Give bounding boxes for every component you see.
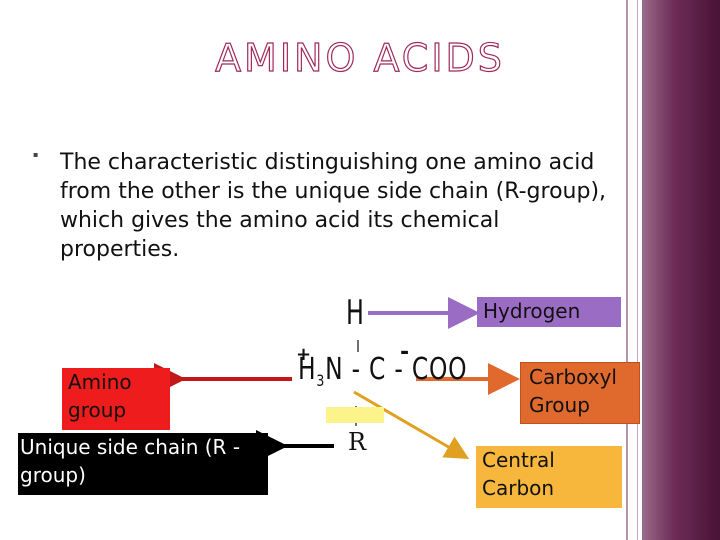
central-carbon-arrow [353,390,470,460]
amino-group-label: Amino group [62,368,170,430]
bullet-marker: ▪ [33,150,39,159]
slide-title: AMINO ACIDS [214,35,505,80]
amino-acid-formula: H3N - C - COO [298,352,468,390]
central-carbon-label: Central Carbon [476,446,622,508]
body-text: The characteristic distinguishing one am… [60,150,607,262]
carboxyl-group-label: Carboxyl Group [520,362,640,424]
side-chain-label: Unique side chain (R -group) [18,433,268,495]
decorative-side-band [642,0,720,540]
charge-plus: + [296,344,312,365]
r-group-label: R [348,428,367,456]
hydrogen-label: Hydrogen [477,297,621,327]
charge-minus: - [400,340,410,365]
central-carbon-highlight [326,407,384,423]
formula-hydrogen: H [346,293,364,333]
decorative-line [637,0,638,540]
decorative-line [626,0,628,540]
